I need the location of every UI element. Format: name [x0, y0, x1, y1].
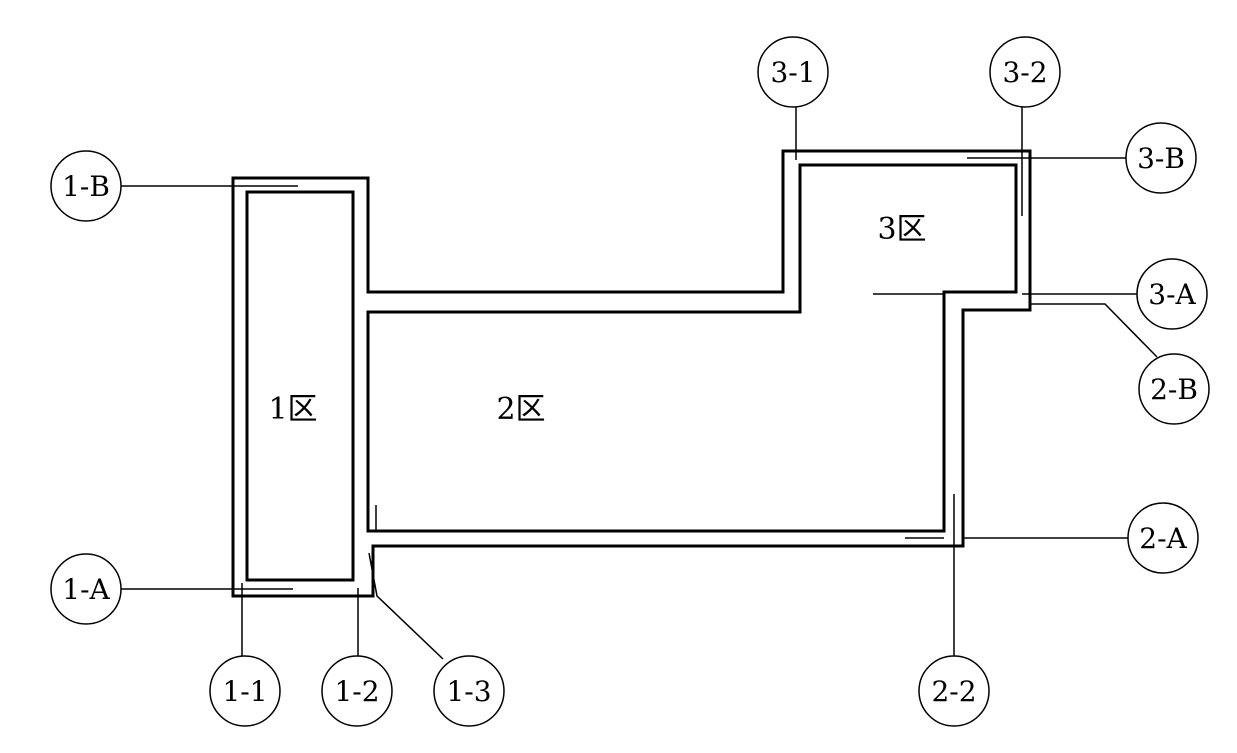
axis-label: 3-2 — [1002, 56, 1047, 89]
axis-bubble-3-B: 3-B — [1125, 122, 1197, 194]
zone-1-inner-wall — [245, 190, 355, 582]
axis-label: 3-B — [1137, 142, 1185, 175]
leader-2-B — [1030, 303, 1158, 358]
axis-bubble-1-3: 1-3 — [433, 655, 505, 727]
axis-bubble-3-A: 3-A — [1136, 258, 1208, 330]
axis-label: 3-A — [1148, 278, 1196, 311]
axis-bubble-1-A: 1-A — [50, 553, 122, 625]
axis-label: 1-A — [62, 573, 110, 606]
axis-label: 1-2 — [334, 675, 379, 708]
zone-2-label: 2区 — [496, 392, 545, 427]
axis-bubble-1-1: 1-1 — [209, 655, 281, 727]
outer-wall-outline — [231, 149, 1032, 598]
zone-1-label: 1区 — [268, 392, 317, 427]
zone-2-inner-wall — [366, 163, 1018, 533]
axis-label: 2-2 — [931, 675, 976, 708]
axis-label: 2-B — [1150, 373, 1198, 406]
axis-label: 2-A — [1139, 522, 1187, 555]
axis-bubble-3-1: 3-1 — [757, 36, 829, 108]
axis-bubble-1-2: 1-2 — [321, 655, 393, 727]
leader-1-3 — [368, 552, 444, 660]
axis-label: 1-1 — [222, 675, 267, 708]
axis-bubble-2-A: 2-A — [1127, 502, 1199, 574]
zone-3-label: 3区 — [877, 212, 926, 247]
axis-label: 1-3 — [446, 675, 491, 708]
axis-label: 1-B — [62, 170, 110, 203]
axis-bubble-2-2: 2-2 — [918, 655, 990, 727]
axis-bubble-2-B: 2-B — [1138, 353, 1210, 425]
axis-bubble-3-2: 3-2 — [989, 36, 1061, 108]
axis-bubble-1-B: 1-B — [50, 150, 122, 222]
axis-label: 3-1 — [770, 56, 815, 89]
